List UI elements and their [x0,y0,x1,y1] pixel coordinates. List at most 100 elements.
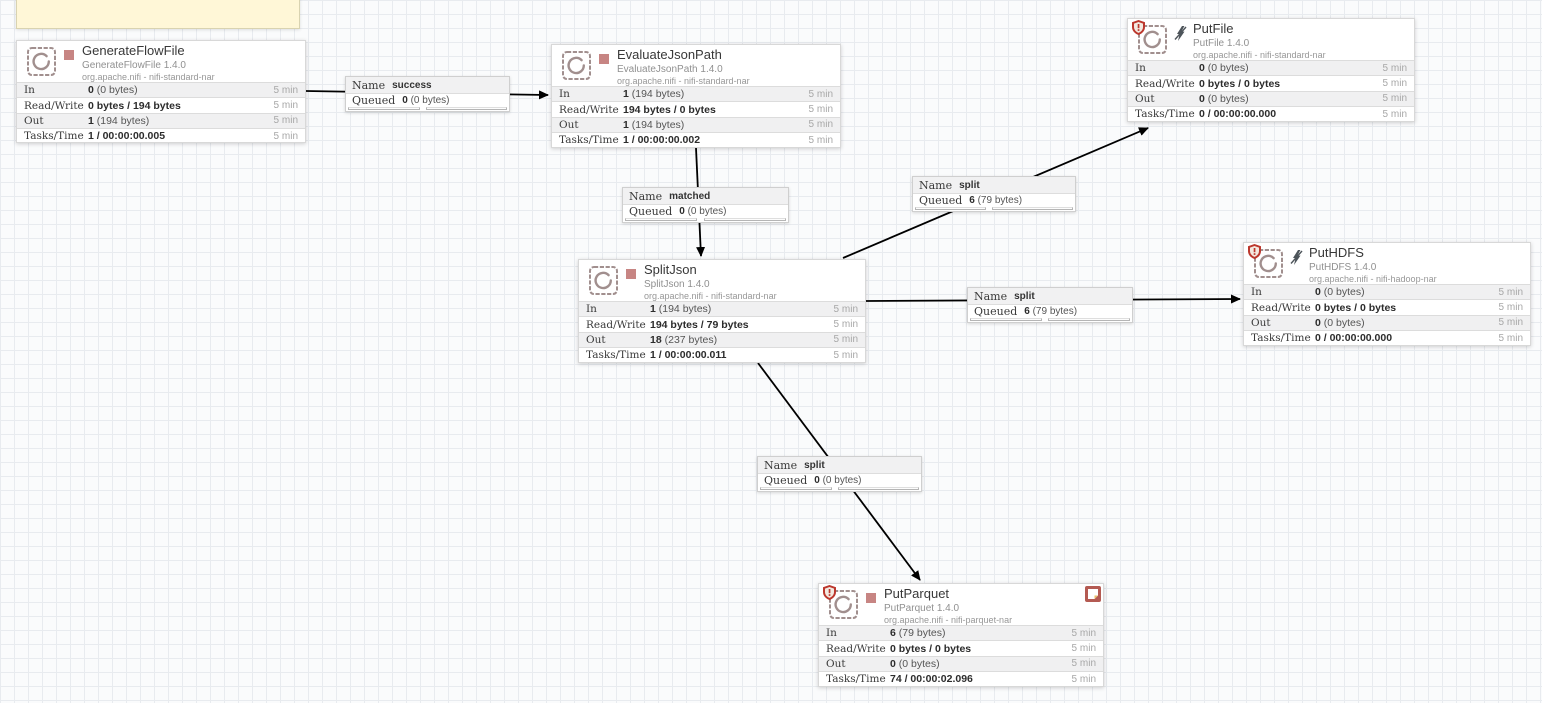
stopped-status-icon [599,54,609,64]
processor-card[interactable]: EvaluateJsonPath EvaluateJsonPath 1.4.0 … [551,44,841,148]
disabled-status-icon [1174,26,1187,41]
connection-label[interactable]: Name success Queued 0 (0 bytes) [345,76,510,112]
queue-count-indicator [970,318,1042,321]
processor-bundle: org.apache.nifi - nifi-standard-nar [82,71,215,82]
stat-window: 5 min [833,334,858,346]
stat-row: In 1 (194 bytes) 5 min [579,301,865,317]
queue-size-indicator [703,218,786,221]
stat-window: 5 min [273,84,298,96]
stat-row: Tasks/Time 1 / 00:00:00.002 5 min [552,132,840,147]
connection-name-row: Name split [968,288,1132,305]
connection-name-value: split [959,179,980,191]
stat-label: Out [559,118,579,131]
stat-row: Out 1 (194 bytes) 5 min [17,112,305,129]
stat-label: In [24,84,35,97]
processor-stats-table: In 1 (194 bytes) 5 min Read/Write 194 by… [552,86,840,148]
stat-value: 1 / 00:00:00.005 [88,130,166,143]
stat-row: Tasks/Time 74 / 00:00:02.096 5 min [819,671,1103,686]
stat-value: 0 bytes / 0 bytes [1199,77,1281,90]
processor-stamp-icon [27,47,56,76]
stat-window: 5 min [1382,78,1407,90]
connection-queued-key: Queued [764,474,808,487]
stat-label: Out [1135,92,1155,105]
processor-bundle: org.apache.nifi - nifi-standard-nar [1193,49,1326,60]
stat-label: In [826,627,837,640]
stat-value: 0 (0 bytes) [890,657,940,670]
processor-stamp-icon [829,590,858,619]
processor-card[interactable]: SplitJson SplitJson 1.4.0 org.apache.nif… [578,259,866,363]
connection-name-key: Name [629,189,663,203]
stat-row: In 1 (194 bytes) 5 min [552,86,840,102]
queue-threshold-indicators [348,107,507,112]
flow-note-label[interactable] [16,0,300,29]
stat-value: 0 / 00:00:00.000 [1315,332,1393,345]
stat-label: Tasks/Time [1135,108,1195,121]
stat-row: Tasks/Time 1 / 00:00:00.005 5 min [17,128,305,143]
connection-name-key: Name [352,78,386,92]
stat-value: 6 (79 bytes) [890,627,946,640]
stat-value: 1 (194 bytes) [88,114,150,127]
processor-bundle: org.apache.nifi - nifi-hadoop-nar [1309,273,1437,284]
stat-row: Out 0 (0 bytes) 5 min [1128,90,1414,107]
queue-count-indicator [915,207,987,210]
stat-label: Out [1251,316,1271,329]
connection-label[interactable]: Name split Queued 6 (79 bytes) [912,176,1076,212]
connection-queued-value: 0 (0 bytes) [679,206,727,217]
connection-queued-key: Queued [352,94,396,107]
connection-queued-key: Queued [974,305,1018,318]
stat-label: Out [586,333,606,346]
connection-name-row: Name success [346,77,509,94]
processor-header: PutHDFS PutHDFS 1.4.0 org.apache.nifi - … [1244,243,1530,284]
stat-value: 194 bytes / 79 bytes [650,318,749,331]
connection-name-key: Name [974,289,1008,303]
stat-value: 0 / 00:00:00.000 [1199,108,1277,121]
processor-stamp-icon [1254,249,1283,278]
connection-label[interactable]: Name split Queued 6 (79 bytes) [967,287,1133,323]
processor-card[interactable]: GenerateFlowFile GenerateFlowFile 1.4.0 … [16,40,306,143]
processor-stats-table: In 6 (79 bytes) 5 min Read/Write 0 bytes… [819,625,1103,687]
queue-count-indicator [625,218,698,221]
processor-header: PutFile PutFile 1.4.0 org.apache.nifi - … [1128,19,1414,60]
stat-label: Read/Write [586,318,646,331]
processor-bundle: org.apache.nifi - nifi-parquet-nar [884,614,1013,625]
queue-threshold-indicators [970,318,1130,323]
connection-queued-key: Queued [629,205,673,218]
stopped-status-icon [64,50,74,60]
connection-name-row: Name split [913,177,1075,194]
stat-label: Tasks/Time [24,130,84,143]
connection-label[interactable]: Name split Queued 0 (0 bytes) [757,456,922,492]
processor-type-version: GenerateFlowFile 1.4.0 [82,59,186,71]
stat-window: 5 min [1382,108,1407,120]
stat-window: 5 min [273,130,298,142]
stat-row: Out 18 (237 bytes) 5 min [579,331,865,348]
stat-window: 5 min [833,349,858,361]
stat-row: Read/Write 0 bytes / 0 bytes 5 min [819,640,1103,655]
stat-row: Read/Write 194 bytes / 0 bytes 5 min [552,101,840,116]
processor-type-version: PutParquet 1.4.0 [884,602,960,614]
connection-queued-row: Queued 6 (79 bytes) [968,305,1132,318]
queue-size-indicator [992,207,1073,210]
processor-card[interactable]: PutHDFS PutHDFS 1.4.0 org.apache.nifi - … [1243,242,1531,346]
restricted-shield-icon [823,585,836,600]
bulletin-badge-icon[interactable] [1085,586,1101,602]
stat-value: 0 (0 bytes) [1199,92,1249,105]
connection-name-value: split [804,459,825,471]
processor-card[interactable]: PutParquet PutParquet 1.4.0 org.apache.n… [818,583,1104,687]
processor-stamp-icon [1138,25,1167,54]
connection-name-key: Name [764,458,798,472]
queue-threshold-indicators [760,487,919,492]
processor-bundle: org.apache.nifi - nifi-standard-nar [617,75,750,86]
stat-window: 5 min [808,88,833,100]
stat-row: Read/Write 0 bytes / 194 bytes 5 min [17,97,305,112]
connection-label[interactable]: Name matched Queued 0 (0 bytes) [622,187,789,223]
processor-name: PutParquet [884,586,950,601]
stat-row: In 0 (0 bytes) 5 min [1128,60,1414,76]
stat-row: Out 1 (194 bytes) 5 min [552,116,840,133]
stat-label: In [1135,62,1146,75]
queue-size-indicator [425,107,507,110]
processor-header: PutParquet PutParquet 1.4.0 org.apache.n… [819,584,1103,625]
processor-bundle: org.apache.nifi - nifi-standard-nar [644,290,777,301]
connection-name-key: Name [919,178,953,192]
processor-card[interactable]: PutFile PutFile 1.4.0 org.apache.nifi - … [1127,18,1415,122]
